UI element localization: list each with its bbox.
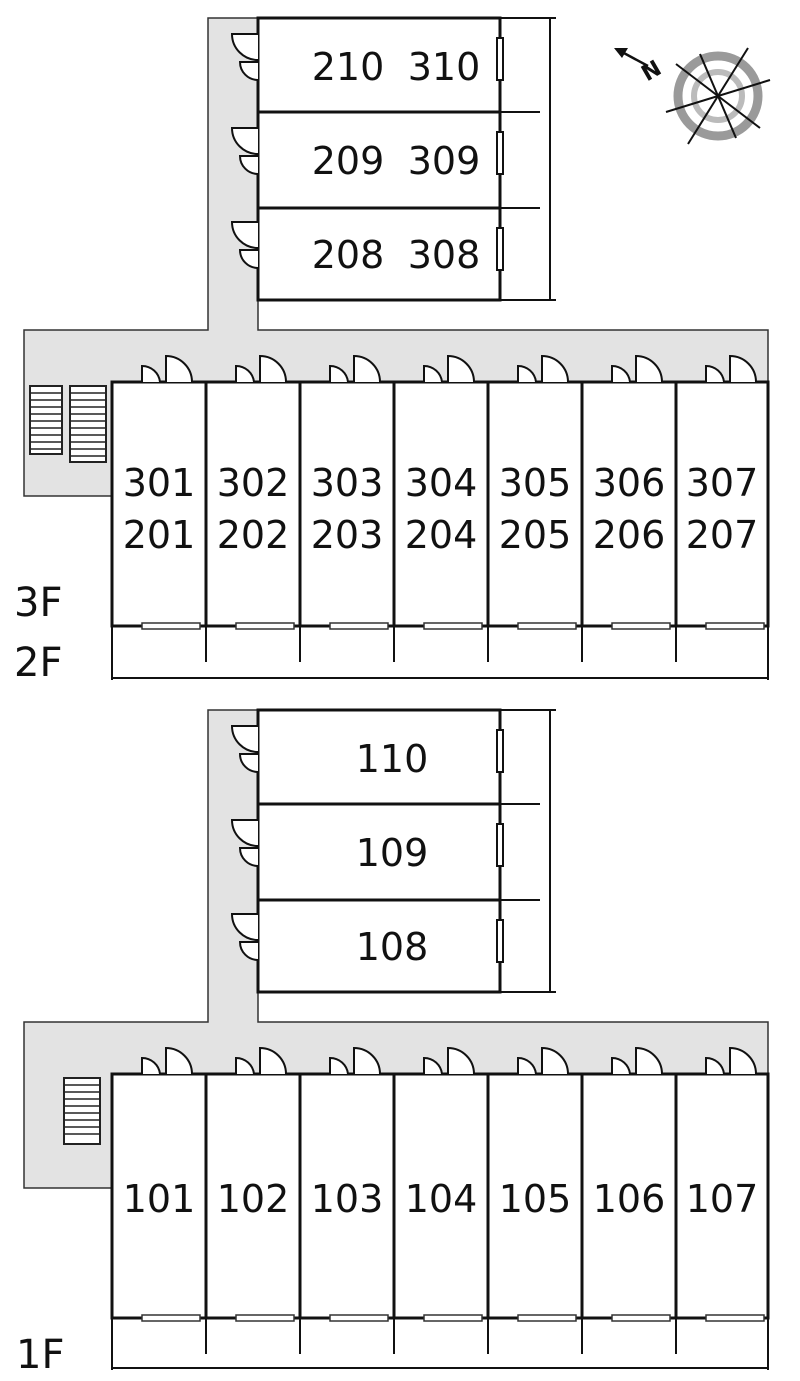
- door-icon: [259, 1046, 287, 1075]
- door-icon: [259, 354, 287, 383]
- room-number: 105: [499, 1177, 572, 1221]
- room-number: 308: [408, 233, 481, 277]
- door-icon: [611, 1056, 631, 1075]
- room-number: 102: [217, 1177, 290, 1221]
- room-number: 305: [499, 461, 572, 505]
- wing-room-box: [256, 16, 502, 114]
- door-icon: [238, 155, 259, 175]
- stairs-icon: [63, 1077, 101, 1145]
- compass-icon: N: [614, 47, 771, 145]
- room-number: 309: [408, 139, 481, 183]
- door-icon: [238, 941, 259, 961]
- lower-floor-plan: 110 109 108 101 102 103 104 105 106 107 …: [16, 708, 770, 1378]
- room-number: 209: [312, 139, 385, 183]
- room-number: 303: [311, 461, 384, 505]
- room-number: 107: [686, 1177, 759, 1221]
- room-number: 202: [217, 513, 290, 557]
- upper-floor-plan: 210 310 209 309 208 308 301 201 302 202 …: [14, 16, 770, 686]
- floor-label: 1F: [16, 1332, 64, 1378]
- room-number: 208: [312, 233, 385, 277]
- door-icon: [165, 1046, 193, 1075]
- row-room-box: [486, 380, 584, 628]
- room-number: 109: [356, 831, 429, 875]
- door-icon: [165, 354, 193, 383]
- stairs-icon: [29, 385, 107, 463]
- room-number: 306: [593, 461, 666, 505]
- door-icon: [423, 364, 443, 383]
- door-icon: [230, 819, 259, 847]
- room-number: 207: [686, 513, 759, 557]
- door-icon: [517, 1056, 537, 1075]
- compass-north-label: N: [638, 56, 666, 87]
- door-icon: [238, 61, 259, 81]
- door-icon: [611, 364, 631, 383]
- door-icon: [705, 364, 725, 383]
- door-icon: [230, 221, 259, 249]
- room-number: 304: [405, 461, 478, 505]
- door-icon: [235, 1056, 255, 1075]
- row-room-box: [392, 380, 490, 628]
- door-icon: [230, 33, 259, 61]
- wing-room-box: [256, 206, 502, 302]
- door-icon: [353, 354, 381, 383]
- room-number: 103: [311, 1177, 384, 1221]
- door-icon: [329, 364, 349, 383]
- door-icon: [238, 847, 259, 867]
- door-icon: [141, 364, 161, 383]
- door-icon: [230, 913, 259, 941]
- wing-room-box: [256, 708, 502, 806]
- room-number: 104: [405, 1177, 478, 1221]
- door-icon: [238, 753, 259, 773]
- door-icon: [541, 354, 569, 383]
- door-icon: [353, 1046, 381, 1075]
- door-icon: [238, 249, 259, 269]
- room-number: 307: [686, 461, 759, 505]
- door-icon: [635, 1046, 663, 1075]
- row-room-box: [110, 380, 208, 628]
- door-icon: [705, 1056, 725, 1075]
- door-icon: [729, 1046, 757, 1075]
- room-number: 101: [123, 1177, 196, 1221]
- door-icon: [517, 364, 537, 383]
- room-number: 301: [123, 461, 196, 505]
- room-number: 206: [593, 513, 666, 557]
- door-icon: [447, 1046, 475, 1075]
- door-icon: [141, 1056, 161, 1075]
- row-room-box: [298, 1072, 396, 1320]
- row-room-box: [204, 1072, 302, 1320]
- room-number: 204: [405, 513, 478, 557]
- wing-room-box: [256, 802, 502, 902]
- room-number: 210: [312, 45, 385, 89]
- room-number: 302: [217, 461, 290, 505]
- door-icon: [235, 364, 255, 383]
- room-number: 205: [499, 513, 572, 557]
- door-icon: [541, 1046, 569, 1075]
- door-icon: [423, 1056, 443, 1075]
- door-icon: [447, 354, 475, 383]
- room-number: 106: [593, 1177, 666, 1221]
- door-icon: [729, 354, 757, 383]
- floor-label: 2F: [14, 640, 62, 686]
- room-number: 201: [123, 513, 196, 557]
- door-icon: [230, 725, 259, 753]
- room-number: 110: [356, 737, 429, 781]
- floor-label: 3F: [14, 580, 62, 626]
- row-room-box: [486, 1072, 584, 1320]
- door-icon: [635, 354, 663, 383]
- room-number: 108: [356, 925, 429, 969]
- door-icon: [230, 127, 259, 155]
- door-icon: [329, 1056, 349, 1075]
- room-number: 203: [311, 513, 384, 557]
- room-number: 310: [408, 45, 481, 89]
- wing-room-box: [256, 110, 502, 210]
- row-room-box: [674, 1072, 770, 1320]
